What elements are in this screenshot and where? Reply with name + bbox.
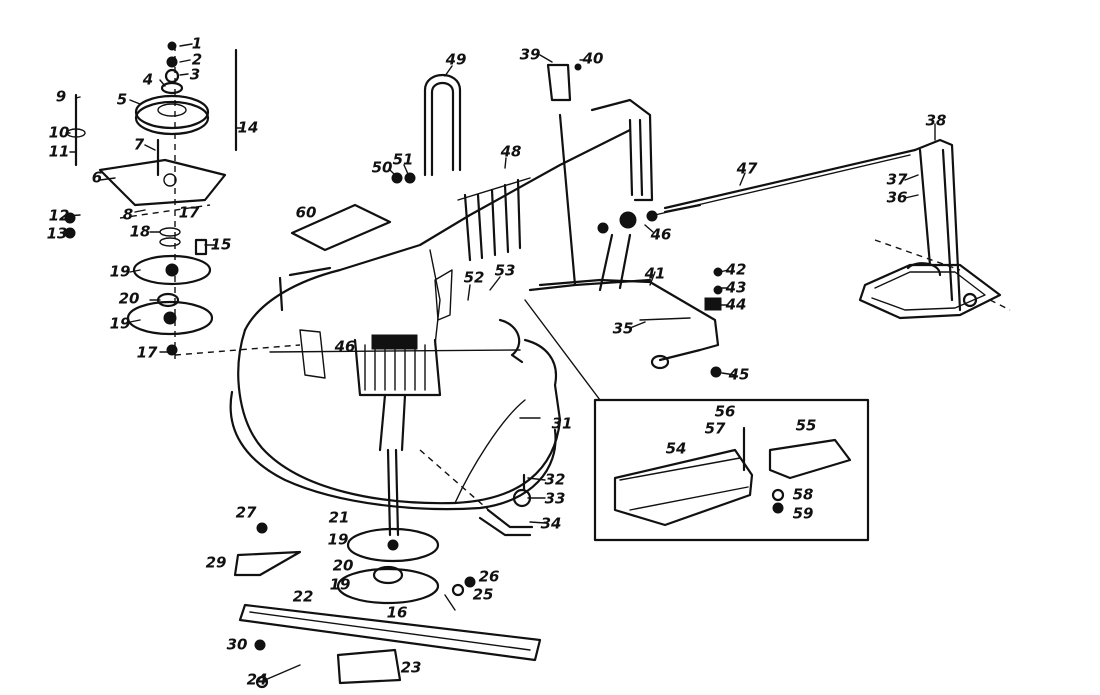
callout-46-b: 46 bbox=[334, 337, 356, 356]
callout-59: 59 bbox=[792, 504, 814, 523]
callout-21: 21 bbox=[328, 508, 350, 527]
callout-8: 8 bbox=[122, 205, 134, 224]
callout-10: 10 bbox=[48, 123, 70, 142]
callout-14: 14 bbox=[237, 118, 259, 137]
callout-1: 1 bbox=[191, 34, 203, 53]
callout-2: 2 bbox=[191, 50, 203, 69]
callout-51: 51 bbox=[392, 150, 414, 169]
callout-49: 49 bbox=[445, 50, 467, 69]
callout-34: 34 bbox=[540, 514, 562, 533]
lift-handle bbox=[391, 74, 531, 262]
inset-detail bbox=[524, 299, 870, 542]
callout-54: 54 bbox=[665, 439, 687, 458]
callout-29: 29 bbox=[205, 553, 227, 572]
callout-42: 42 bbox=[725, 260, 747, 279]
callout-55: 55 bbox=[795, 416, 817, 435]
callout-11: 11 bbox=[48, 142, 70, 161]
pulley-stack bbox=[64, 41, 301, 360]
callout-35: 35 bbox=[612, 319, 634, 338]
callout-19-d: 19 bbox=[329, 575, 351, 594]
callout-3: 3 bbox=[189, 65, 201, 84]
callout-22: 22 bbox=[292, 587, 314, 606]
callout-6: 6 bbox=[91, 168, 103, 187]
callout-26: 26 bbox=[478, 567, 500, 586]
callout-19-a: 19 bbox=[109, 262, 131, 281]
spindle-assembly bbox=[299, 329, 442, 452]
callout-7: 7 bbox=[133, 135, 145, 154]
callout-31: 31 bbox=[551, 414, 573, 433]
callout-45: 45 bbox=[728, 365, 750, 384]
callout-50: 50 bbox=[371, 158, 393, 177]
callout-40: 40 bbox=[582, 49, 604, 68]
callout-17-lower: 17 bbox=[136, 343, 158, 362]
callout-9: 9 bbox=[55, 87, 67, 106]
callout-23: 23 bbox=[400, 658, 422, 677]
callout-19-c: 19 bbox=[327, 530, 349, 549]
callout-19-b: 19 bbox=[109, 314, 131, 333]
callout-60: 60 bbox=[295, 203, 317, 222]
lever-assembly bbox=[858, 138, 1011, 320]
callout-56: 56 bbox=[714, 402, 736, 421]
callout-43: 43 bbox=[725, 278, 747, 297]
plate-60 bbox=[290, 203, 392, 252]
callout-37: 37 bbox=[886, 170, 908, 189]
callout-52: 52 bbox=[463, 268, 485, 287]
pin-40 bbox=[574, 63, 582, 71]
callout-38: 38 bbox=[925, 111, 947, 130]
callout-13: 13 bbox=[46, 224, 68, 243]
blade-assembly bbox=[233, 448, 542, 689]
mower-deck-housing bbox=[229, 128, 632, 511]
callout-15: 15 bbox=[210, 235, 232, 254]
callout-17-upper: 17 bbox=[178, 203, 200, 222]
callout-16: 16 bbox=[386, 603, 408, 622]
callout-41: 41 bbox=[644, 264, 666, 283]
callout-24: 24 bbox=[246, 670, 268, 689]
callout-4: 4 bbox=[142, 70, 154, 89]
callout-25: 25 bbox=[472, 585, 494, 604]
callout-18: 18 bbox=[129, 222, 151, 241]
callout-27: 27 bbox=[235, 503, 257, 522]
callout-32: 32 bbox=[544, 470, 566, 489]
leader-lines bbox=[64, 43, 936, 524]
callout-53: 53 bbox=[494, 261, 516, 280]
callout-46-a: 46 bbox=[650, 225, 672, 244]
callout-33: 33 bbox=[544, 489, 566, 508]
callout-48: 48 bbox=[500, 142, 522, 161]
callout-30: 30 bbox=[226, 635, 248, 654]
callout-47: 47 bbox=[736, 159, 758, 178]
adjust-frame bbox=[528, 63, 917, 378]
callout-20-a: 20 bbox=[118, 289, 140, 308]
callout-5: 5 bbox=[116, 90, 128, 109]
callout-57: 57 bbox=[704, 419, 726, 438]
callout-12: 12 bbox=[48, 206, 70, 225]
callout-39: 39 bbox=[519, 45, 541, 64]
callout-44: 44 bbox=[725, 295, 747, 314]
callout-20-b: 20 bbox=[332, 556, 354, 575]
callout-58: 58 bbox=[792, 485, 814, 504]
callout-36: 36 bbox=[886, 188, 908, 207]
